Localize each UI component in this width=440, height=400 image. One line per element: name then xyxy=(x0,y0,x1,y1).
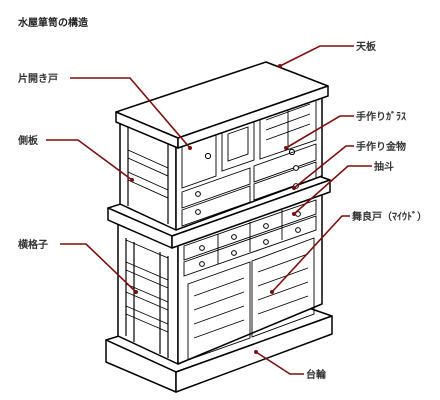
label-katabiraki: 片開き戸 xyxy=(18,72,58,85)
label-gawaita: 側板 xyxy=(17,134,39,147)
label-yokogoushi: 横格子 xyxy=(18,238,48,251)
label-tezukuri-kanamono: 手作り金物 xyxy=(356,140,406,153)
label-dairin: 台輪 xyxy=(306,368,327,381)
upper-cabinet xyxy=(119,91,323,231)
label-hikidashi: 抽斗 xyxy=(374,160,394,173)
label-tenita: 天板 xyxy=(356,40,377,53)
top-board-tenita xyxy=(115,61,329,149)
label-tezukuri-glass: 手作りｶﾞﾗｽ xyxy=(356,110,406,123)
maiirado-doors xyxy=(187,237,315,361)
label-maiirado: 舞良戸（ﾏｲｳﾄﾞ） xyxy=(352,210,427,223)
annotations: 天板 片開き戸 側板 手作りｶﾞﾗｽ 手作り金物 抽斗 舞良戸（ﾏｲｳﾄﾞ） 横… xyxy=(17,40,427,381)
cabinet-illustration xyxy=(105,61,333,393)
diagram-title: 水屋箪笥の構造 xyxy=(17,16,89,29)
lower-drawers xyxy=(183,199,317,277)
